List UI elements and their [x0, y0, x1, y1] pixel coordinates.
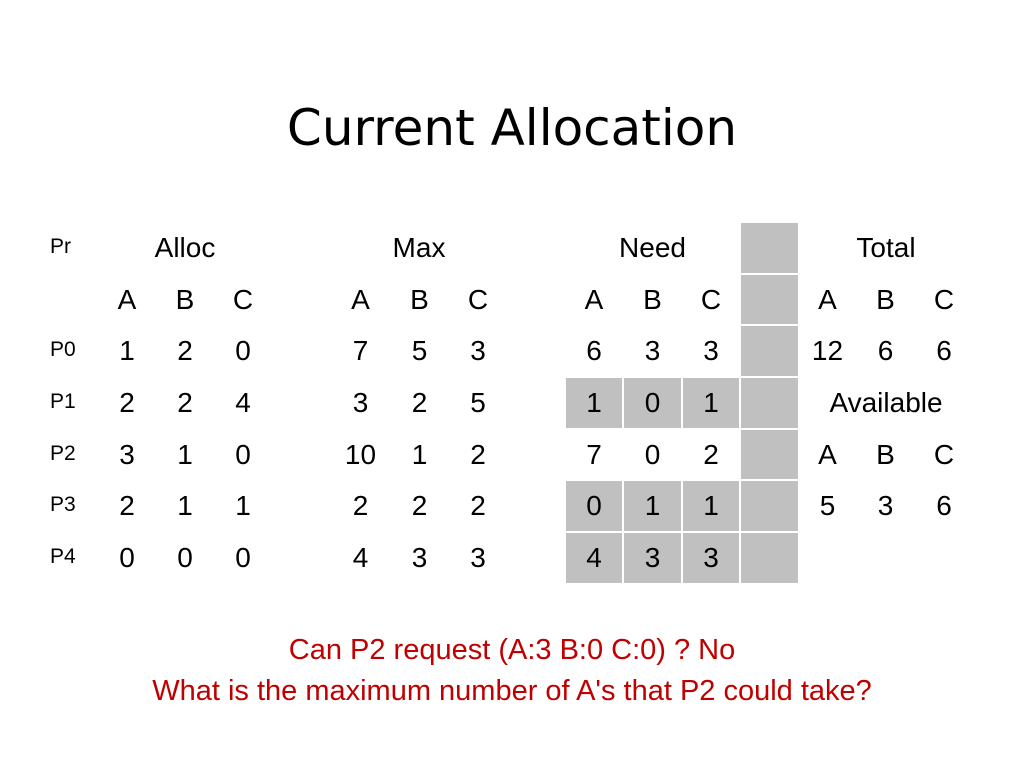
separator-column-cell	[740, 480, 799, 533]
available-col-b: B	[876, 438, 895, 470]
alloc-cell: 1	[177, 438, 193, 470]
total-header: Total	[856, 231, 916, 263]
max-cell: 10	[344, 438, 377, 470]
available-cell: 6	[936, 490, 952, 522]
need-cell: 3	[644, 335, 661, 367]
separator-column-cell	[740, 377, 799, 429]
max-cell: 2	[470, 490, 486, 522]
available-label: Available	[829, 386, 943, 418]
separator-column-cell	[740, 325, 799, 378]
alloc-cell: 0	[119, 541, 135, 573]
alloc-cell: 1	[177, 490, 193, 522]
need-col-a: A	[584, 283, 604, 315]
need-cell-shaded: 1	[565, 377, 623, 429]
need-cell-shaded: 1	[682, 480, 740, 533]
available-col-c: C	[933, 438, 955, 470]
need-col-c: C	[700, 283, 722, 315]
need-cell-shaded: 0	[623, 377, 682, 429]
total-col-c: C	[933, 283, 955, 315]
max-cell: 3	[352, 386, 369, 418]
alloc-cell: 2	[119, 386, 135, 418]
max-cell: 3	[470, 335, 486, 367]
alloc-cell: 0	[235, 335, 251, 367]
alloc-col-b: B	[175, 283, 195, 315]
total-cell: 12	[811, 335, 844, 367]
total-col-a: A	[818, 283, 837, 315]
proc-label: P1	[50, 390, 76, 414]
alloc-col-a: A	[117, 283, 137, 315]
need-cell-shaded: 1	[682, 377, 740, 429]
alloc-cell: 4	[235, 386, 251, 418]
separator-column-cell	[740, 428, 799, 481]
alloc-cell: 0	[235, 541, 251, 573]
question-line-2: What is the maximum number of A's that P…	[152, 675, 872, 707]
alloc-cell: 2	[177, 386, 193, 418]
max-cell: 1	[411, 438, 428, 470]
need-cell: 3	[703, 335, 719, 367]
proc-label: P0	[50, 338, 76, 362]
total-cell: 6	[877, 335, 894, 367]
alloc-cell: 0	[177, 541, 193, 573]
alloc-cell: 0	[235, 438, 251, 470]
available-cell: 5	[819, 490, 836, 522]
separator-column-cell	[740, 532, 799, 584]
alloc-cell: 2	[119, 490, 135, 522]
proc-label: P2	[50, 441, 76, 465]
alloc-cell: 1	[235, 490, 251, 522]
proc-label: P4	[50, 545, 76, 569]
need-cell-shaded: 3	[623, 532, 682, 584]
slide-title: Current Allocation	[286, 99, 738, 157]
question-text: Can P2 request (A:3 B:0 C:0) ? No What i…	[0, 630, 1024, 712]
max-cell: 4	[352, 541, 369, 573]
total-col-b: B	[876, 283, 895, 315]
need-cell-shaded: 1	[623, 480, 682, 533]
need-cell-shaded: 3	[682, 532, 740, 584]
question-line-1: Can P2 request (A:3 B:0 C:0) ? No	[288, 634, 736, 666]
need-cell: 7	[586, 438, 602, 470]
alloc-cell: 3	[119, 438, 135, 470]
alloc-col-c: C	[232, 283, 254, 315]
max-cell: 2	[411, 386, 428, 418]
alloc-cell: 2	[177, 335, 193, 367]
available-col-a: A	[818, 438, 837, 470]
need-header: Need	[619, 231, 686, 263]
available-cell: 3	[877, 490, 894, 522]
total-cell: 6	[936, 335, 952, 367]
max-cell: 2	[411, 490, 428, 522]
max-col-a: A	[351, 283, 370, 315]
max-cell: 2	[470, 438, 486, 470]
need-cell-shaded: 0	[565, 480, 623, 533]
max-col-c: C	[467, 283, 489, 315]
max-cell: 2	[352, 490, 369, 522]
max-cell: 5	[470, 386, 486, 418]
allocation-table: Pr Alloc Max Need Total A B C A B C A B …	[38, 222, 967, 584]
pr-header: Pr	[50, 235, 71, 258]
need-cell: 0	[644, 438, 661, 470]
max-cell: 3	[411, 541, 428, 573]
alloc-header: Alloc	[154, 231, 216, 263]
need-col-b: B	[643, 283, 662, 315]
separator-column-cell	[740, 222, 799, 274]
max-cell: 5	[411, 335, 428, 367]
max-cell: 3	[470, 541, 486, 573]
separator-column-cell	[740, 273, 799, 326]
need-cell: 6	[586, 335, 602, 367]
need-cell-shaded: 4	[565, 532, 623, 584]
proc-label: P3	[50, 493, 76, 517]
alloc-cell: 1	[119, 335, 135, 367]
max-col-b: B	[410, 283, 429, 315]
need-cell: 2	[703, 438, 719, 470]
max-cell: 7	[352, 335, 369, 367]
max-header: Max	[392, 231, 446, 263]
